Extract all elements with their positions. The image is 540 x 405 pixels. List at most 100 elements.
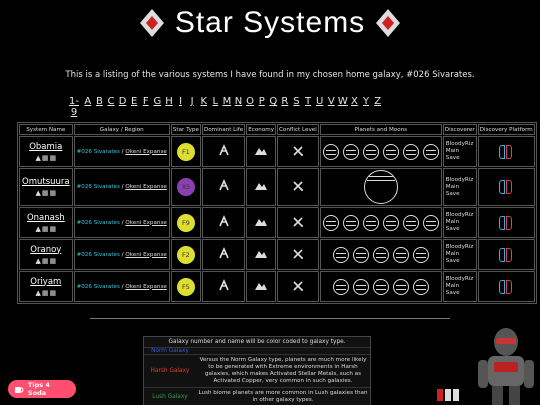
legend-key: Norm Galaxy [151, 348, 189, 354]
base-icon: ▲ [35, 153, 41, 162]
alpha-link-c[interactable]: C [107, 96, 115, 107]
base-icon: ▲ [35, 288, 41, 297]
star-type-badge: F1 [176, 142, 195, 161]
column-header: Conflict Level [277, 124, 319, 135]
alpha-link-h[interactable]: H [165, 96, 173, 107]
alpha-link-q[interactable]: Q [269, 96, 278, 107]
planets-list [323, 278, 439, 295]
alpha-link-a[interactable]: A [84, 96, 92, 107]
outpost-icon: ▦ [41, 189, 49, 197]
alpha-link-s[interactable]: S [293, 96, 300, 107]
alpha-link-1-9[interactable]: 1-9 [69, 96, 79, 118]
planet-icon [362, 143, 379, 160]
alpha-link-z[interactable]: Z [374, 96, 382, 107]
planet-icon [322, 143, 339, 160]
coffee-cup-icon [14, 386, 24, 393]
column-header: System Name [19, 124, 73, 135]
column-header: Economy [246, 124, 277, 135]
planet-icon [422, 214, 439, 231]
star-type-badge: F2 [176, 245, 195, 264]
planet-icon [342, 143, 359, 160]
system-name-link[interactable]: Oranoy [30, 244, 62, 255]
column-header: Dominant Life [201, 124, 246, 135]
save-note: Main Save [445, 148, 460, 161]
column-header: Star Type [170, 124, 201, 135]
planet-icon [332, 246, 349, 263]
galaxy-label: #026 Sivarates [76, 219, 120, 226]
planet-icon [402, 214, 419, 231]
galaxy-legend: Galaxy number and name will be color cod… [143, 336, 371, 405]
alpha-link-n[interactable]: N [234, 96, 243, 107]
alpha-link-p[interactable]: P [258, 96, 265, 107]
alpha-link-t[interactable]: T [305, 96, 312, 107]
switch-platform-icon [499, 279, 513, 294]
star-type-badge: X5 [176, 178, 195, 196]
system-name-link[interactable]: Obamia [29, 141, 63, 152]
alpha-link-d[interactable]: D [118, 96, 127, 107]
planet-icon [363, 170, 398, 204]
planets-list [322, 143, 439, 160]
region-link[interactable]: Okeni Expanse [125, 251, 167, 258]
alpha-link-w[interactable]: W [337, 96, 348, 107]
column-header: Planets and Moons [319, 124, 442, 135]
system-name-link[interactable]: Omutsuura [22, 177, 70, 187]
alpha-link-f[interactable]: F [142, 96, 149, 107]
region-link[interactable]: Okeni Expanse [125, 148, 167, 155]
legend-text [196, 348, 370, 354]
save-note: Main Save [445, 283, 460, 296]
alpha-link-b[interactable]: B [95, 96, 103, 107]
outpost-icon: ▦ [41, 288, 49, 297]
economy-icon [255, 282, 268, 290]
alpha-link-x[interactable]: X [351, 96, 358, 107]
life-form-icon [218, 179, 229, 191]
alpha-link-i[interactable]: I [179, 96, 183, 107]
table-row: Onanash▲▦▦#026 Sivarates / Okeni Expanse… [19, 207, 535, 238]
planets-list [322, 214, 439, 231]
galaxy-label: #026 Sivarates [76, 283, 120, 290]
switch-platform-icon [499, 144, 513, 159]
planet-icon [342, 214, 359, 231]
alpha-link-m[interactable]: M [222, 96, 232, 107]
planet-icon [382, 143, 399, 160]
star-type-badge: F5 [176, 277, 195, 296]
portal-icon: ▦ [49, 288, 57, 297]
alpha-link-g[interactable]: G [153, 96, 162, 107]
planet-icon [322, 214, 339, 231]
system-name-link[interactable]: Onanash [26, 212, 65, 223]
alpha-link-v[interactable]: V [327, 96, 335, 107]
economy-icon [255, 218, 268, 226]
planet-icon [352, 278, 369, 295]
discoverer-name: BloodyRiz [445, 212, 474, 218]
save-note: Main Save [445, 251, 460, 264]
planet-icon [412, 278, 429, 295]
system-name-link[interactable]: Oriyam [30, 276, 62, 287]
tips-button[interactable]: Tips 4 Soda [8, 380, 76, 398]
discoverer-name: BloodyRiz [445, 141, 474, 147]
alpha-link-u[interactable]: U [316, 96, 324, 107]
alpha-link-k[interactable]: K [200, 96, 208, 107]
region-link[interactable]: Okeni Expanse [125, 219, 167, 226]
outpost-icon: ▦ [41, 256, 49, 265]
legend-heading: Galaxy number and name will be color cod… [144, 337, 370, 348]
alpha-link-l[interactable]: L [212, 96, 219, 107]
alpha-link-y[interactable]: Y [362, 96, 370, 107]
alpha-link-j[interactable]: J [190, 96, 194, 107]
life-form-icon [218, 214, 229, 226]
region-link[interactable]: Okeni Expanse [125, 184, 167, 190]
save-note: Main Save [445, 183, 460, 197]
planet-icon [372, 278, 389, 295]
alpha-link-r[interactable]: R [281, 96, 289, 107]
region-link[interactable]: Okeni Expanse [125, 283, 167, 290]
discoverer-name: BloodyRiz [445, 176, 474, 183]
switch-platform-icon [499, 180, 513, 194]
alpha-link-o[interactable]: O [246, 96, 255, 107]
base-icon: ▲ [35, 189, 41, 197]
legend-text: Versus the Norm Galaxy type, planets are… [199, 357, 367, 384]
economy-icon [255, 250, 268, 258]
conflict-level-icon [293, 248, 303, 259]
planet-icon [392, 246, 409, 263]
planets-list [323, 170, 439, 204]
alpha-link-e[interactable]: E [131, 96, 138, 107]
